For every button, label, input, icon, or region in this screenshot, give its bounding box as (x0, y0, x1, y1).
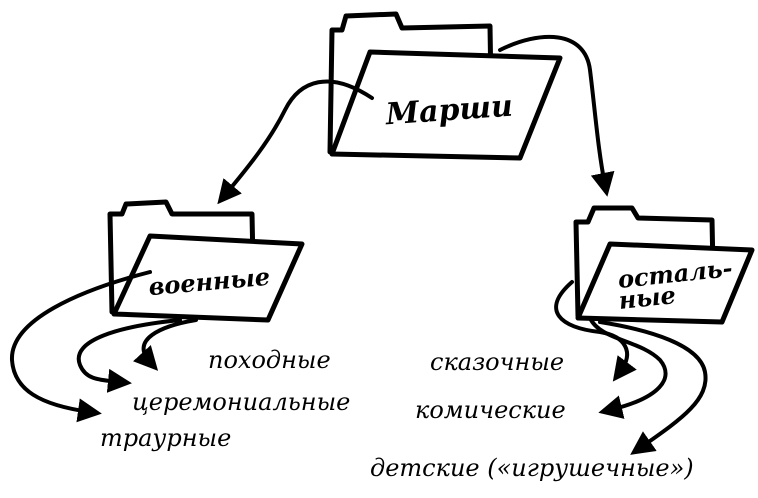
folder-right: осталь- ные (573, 205, 755, 325)
folder-right-front-icon (575, 241, 755, 325)
leaf-children: детские («игрушечные») (370, 454, 694, 482)
arrow-other-to-children (598, 320, 708, 455)
folder-root: Марши (327, 11, 563, 161)
leaf-comic: комические (415, 396, 566, 424)
arrow-other-to-fairytale (554, 280, 637, 382)
leaf-pokhodnye: походные (208, 346, 331, 374)
arrow-military-to-mourning (9, 270, 152, 423)
leaf-fairytale: сказочные (430, 348, 564, 376)
folder-left: военные (107, 199, 305, 323)
arrow-military-to-ceremonial (76, 318, 182, 393)
leaf-ceremonial: церемониальные (132, 388, 350, 416)
leaf-mourning: траурные (100, 424, 231, 452)
folder-left-front-icon (111, 233, 305, 323)
arrow-root-to-other (498, 34, 615, 197)
arrow-root-to-military (217, 79, 374, 205)
arrow-other-to-comic (588, 316, 668, 419)
folder-right-label-line2: ные (617, 280, 677, 315)
folder-root-front-icon (329, 49, 563, 161)
arrow-military-to-pokhodnye (133, 318, 198, 371)
